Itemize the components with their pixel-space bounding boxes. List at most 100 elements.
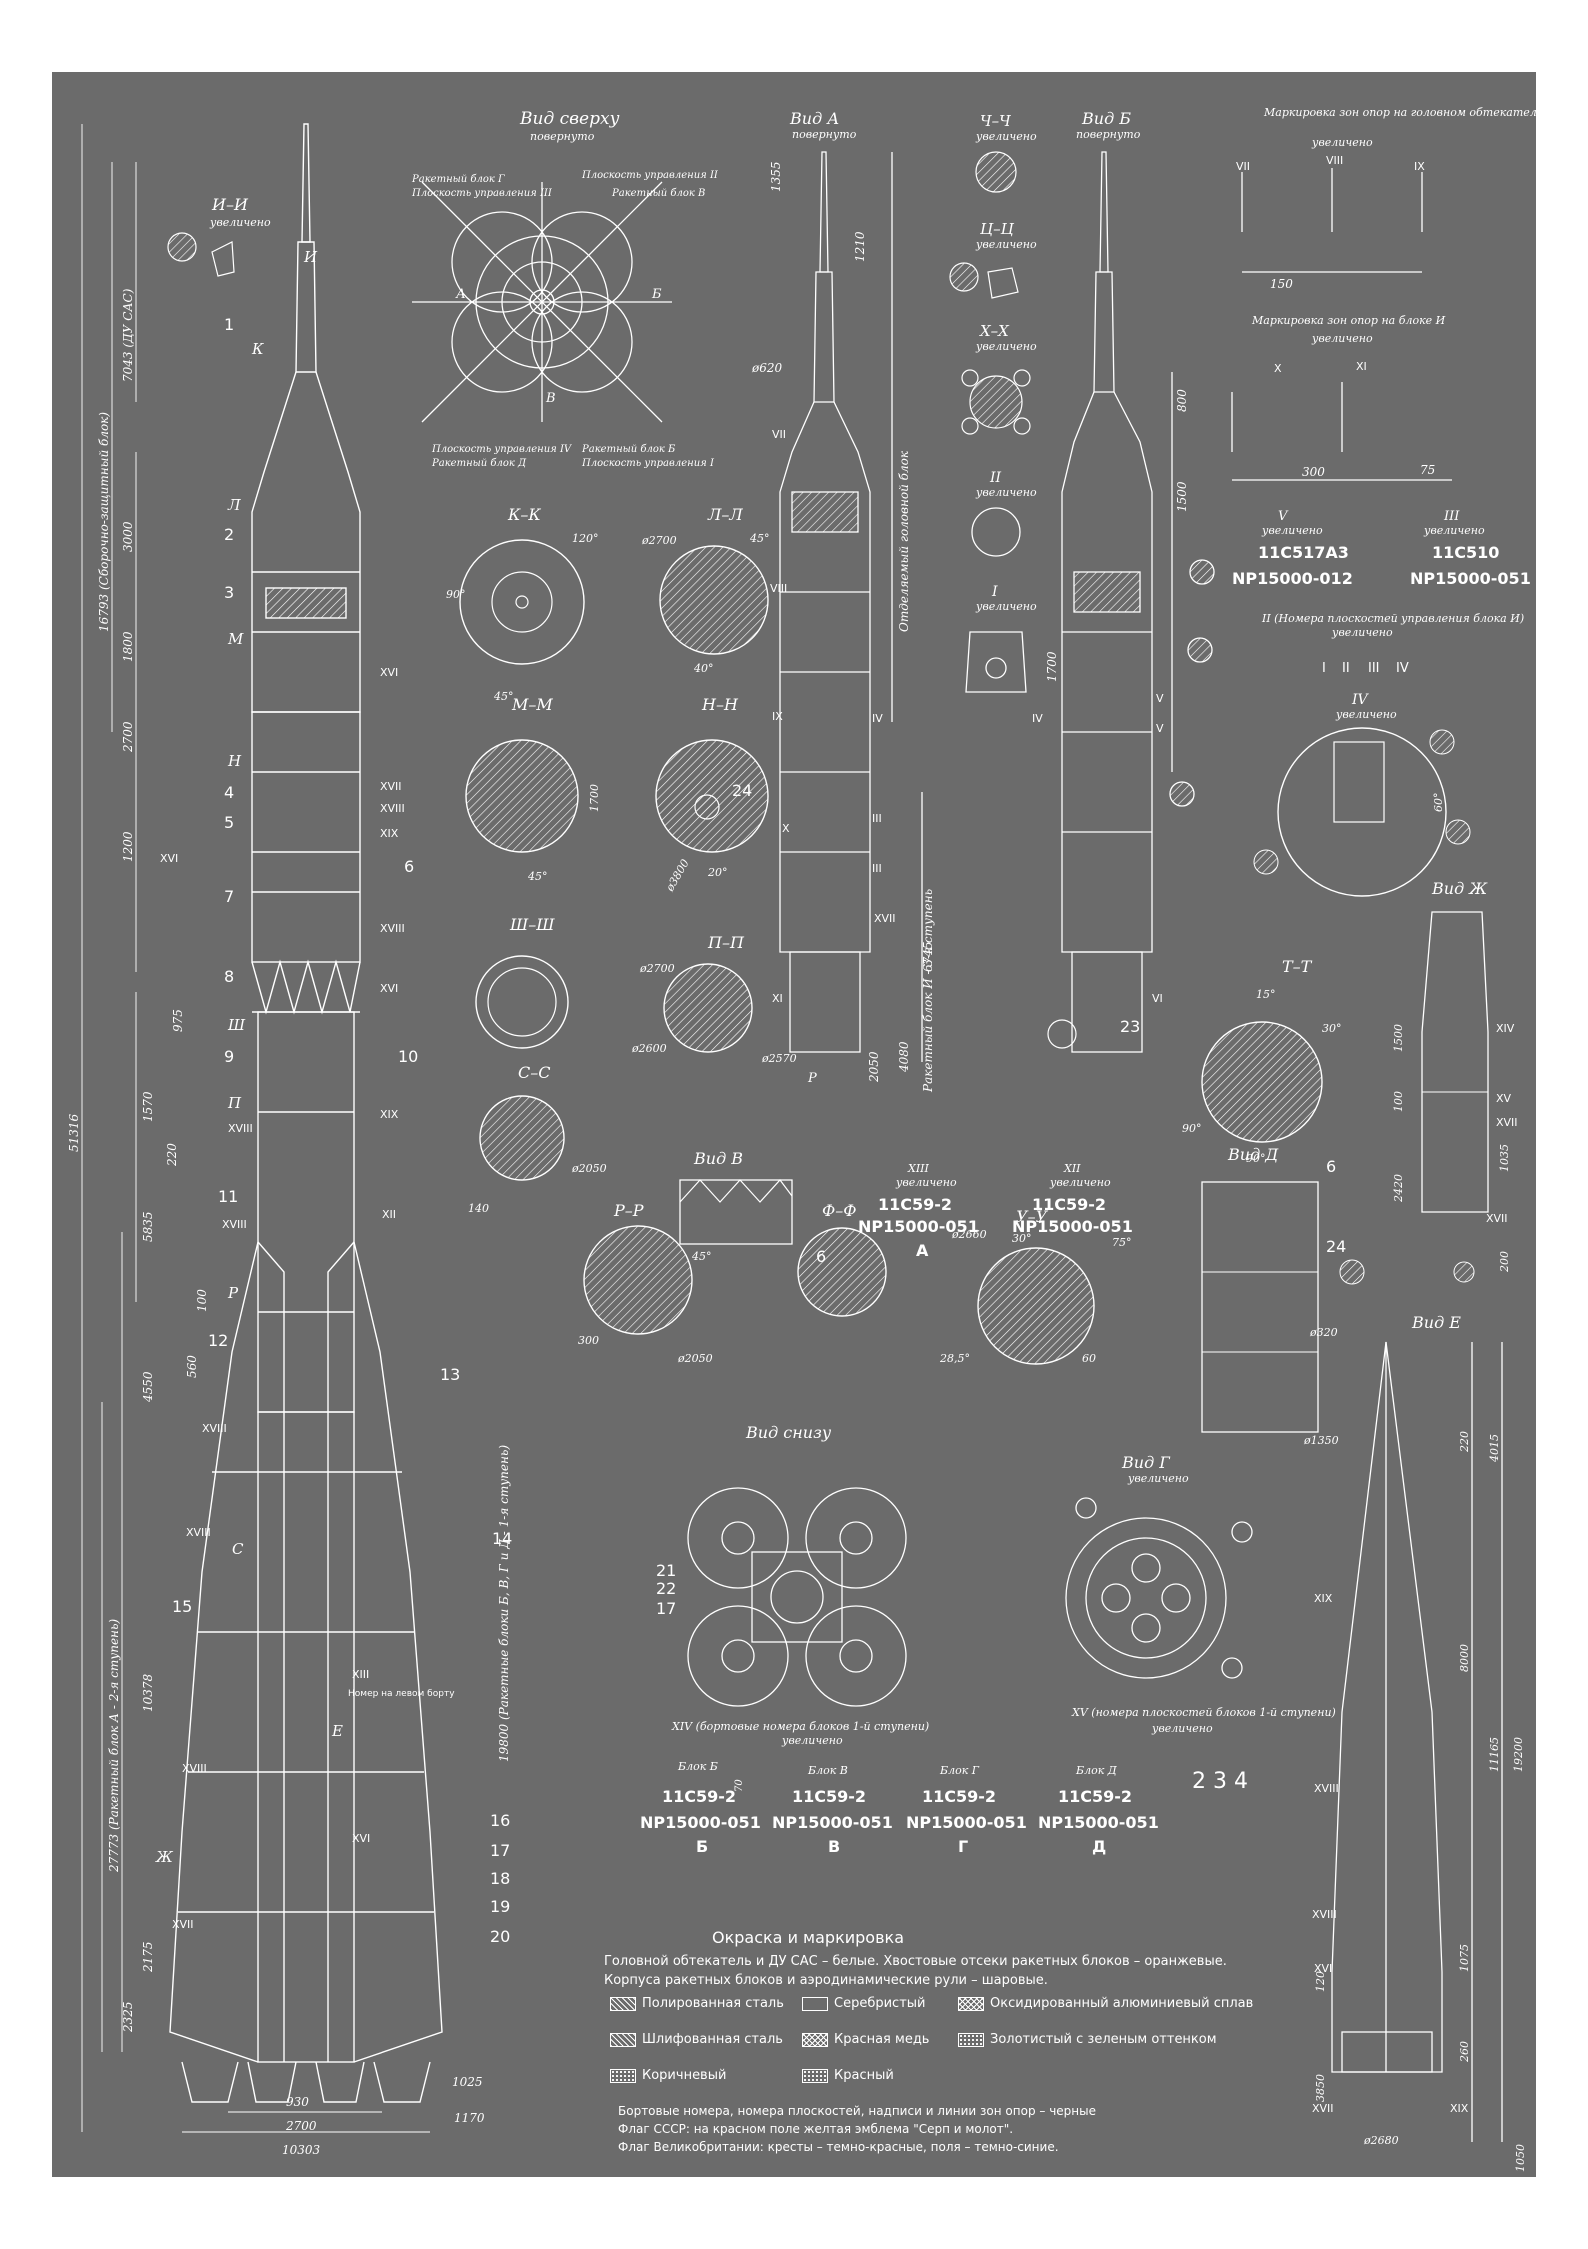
svg-text:П: П — [227, 1094, 242, 1112]
svg-text:Вид Д: Вид Д — [1227, 1145, 1279, 1164]
svg-text:Р–Р: Р–Р — [613, 1201, 644, 1220]
xiii-xii-codes: XIII увеличено 11С59-2 NP15000-051 А XII… — [858, 1162, 1133, 1260]
svg-text:15: 15 — [172, 1597, 192, 1616]
svg-text:IV: IV — [1032, 712, 1043, 725]
svg-text:Н–Н: Н–Н — [701, 695, 739, 714]
svg-text:NP15000-051: NP15000-051 — [858, 1217, 979, 1236]
svg-text:XVIII: XVIII — [202, 1422, 227, 1435]
svg-text:150: 150 — [1270, 277, 1293, 291]
svg-text:XVII: XVII — [172, 1918, 194, 1931]
svg-text:Отделяемый головной блок: Отделяемый головной блок — [897, 450, 911, 632]
legend-label: Золотистый с зеленым оттенком — [990, 2032, 1217, 2047]
svg-text:8000: 8000 — [1458, 1644, 1471, 1672]
rocket-blueprint-drawing: 1 2 3 4 5 6 7 8 9 10 11 12 13 14 15 16 1… — [67, 106, 1536, 2172]
svg-text:Вид Ж: Вид Ж — [1431, 879, 1488, 898]
svg-text:100: 100 — [1392, 1091, 1405, 1112]
main-rocket-dimension-labels: 51316 16793 (Сборочно-защитный блок) 704… — [67, 288, 511, 2157]
svg-text:ø2050: ø2050 — [677, 1352, 713, 1365]
svg-text:XVI: XVI — [352, 1832, 370, 1845]
svg-text:90°: 90° — [1246, 1152, 1266, 1165]
svg-text:Плоскость управления IV: Плоскость управления IV — [431, 444, 573, 455]
legend-label: Полированная сталь — [642, 1996, 784, 2011]
legend-item: Серебристый — [802, 1996, 925, 2011]
markings-panel: Маркировка зон опор на головном обтекате… — [1231, 106, 1536, 676]
svg-text:1700: 1700 — [1045, 651, 1059, 682]
svg-text:X: X — [782, 822, 790, 835]
svg-text:30°: 30° — [1012, 1232, 1032, 1245]
svg-text:11С517А3: 11С517А3 — [1258, 543, 1349, 562]
svg-text:Р: Р — [227, 1284, 239, 1302]
svg-text:5835: 5835 — [141, 1211, 155, 1242]
svg-text:увеличено: увеличено — [1311, 332, 1373, 345]
svg-text:ø1350: ø1350 — [1303, 1434, 1339, 1447]
svg-text:увеличено: увеличено — [1311, 136, 1373, 149]
svg-text:45°: 45° — [493, 690, 514, 703]
svg-text:XVIII: XVIII — [228, 1122, 253, 1135]
svg-text:20°: 20° — [707, 866, 728, 879]
main-rocket-cut-letters: И К Л М Н Ш П Р С Е Ж — [155, 248, 343, 1866]
svg-text:ø3800: ø3800 — [663, 857, 692, 894]
svg-text:Номер на левом борту: Номер на левом борту — [348, 1689, 455, 1699]
svg-text:увеличено: увеличено — [1151, 1722, 1213, 1735]
svg-text:4550: 4550 — [141, 1371, 155, 1403]
top-view: Вид сверху повернуто Ракетный блок Г Пло… — [411, 109, 719, 469]
svg-text:Маркировка зон опор на блоке И: Маркировка зон опор на блоке И — [1251, 314, 1446, 327]
svg-text:11С59-2: 11С59-2 — [1032, 1195, 1106, 1214]
svg-text:увеличено: увеличено — [975, 238, 1037, 251]
block-codes: Блок Б 70 11С59-2 NP15000-051 Б Блок В 1… — [640, 1760, 1248, 1856]
svg-text:Вид Г: Вид Г — [1121, 1453, 1171, 1472]
main-rocket-roman-labels: XVI XVII XVIII XIX XVI XVIII XVI XVIII X… — [160, 666, 455, 1931]
svg-text:Х–Х: Х–Х — [979, 322, 1010, 340]
svg-text:XII: XII — [382, 1208, 396, 1221]
svg-text:XIX: XIX — [1314, 1592, 1333, 1605]
legend-text-line-1: Головной обтекатель и ДУ САС – белые. Хв… — [604, 1954, 1227, 1969]
svg-text:100: 100 — [195, 1289, 209, 1312]
svg-text:увеличено: увеличено — [1423, 524, 1485, 537]
svg-text:ø2700: ø2700 — [639, 962, 675, 975]
svg-text:13: 13 — [440, 1365, 460, 1384]
svg-text:120: 120 — [1314, 1971, 1327, 1992]
svg-text:XVIII: XVIII — [380, 922, 405, 935]
svg-text:XIX: XIX — [1450, 2102, 1469, 2115]
main-rocket-dimensions — [81, 124, 430, 2133]
svg-text:2050: 2050 — [867, 1051, 881, 1083]
legend-item: Шлифованная сталь — [610, 2032, 783, 2047]
svg-text:1800: 1800 — [121, 631, 135, 662]
svg-text:увеличено: увеличено — [209, 216, 271, 229]
legend-swatch — [610, 2032, 636, 2047]
svg-text:19200: 19200 — [1512, 1737, 1525, 1772]
svg-text:И–И: И–И — [211, 195, 249, 214]
bottom-view: Вид снизу 21 17 22 XIV (бортовые номера … — [656, 1423, 929, 1747]
legend-title: Окраска и маркировка — [712, 1928, 904, 1947]
legend-item: Коричневый — [610, 2068, 726, 2083]
svg-text:Б: Б — [651, 287, 662, 302]
legend-item: Красная медь — [802, 2032, 929, 2047]
svg-text:В: В — [545, 391, 556, 406]
svg-text:В: В — [828, 1837, 840, 1856]
legend-note-2: Флаг СССР: на красном поле желтая эмблем… — [618, 2122, 1014, 2136]
svg-text:40°: 40° — [693, 662, 714, 675]
blueprint-sheet: 1 2 3 4 5 6 7 8 9 10 11 12 13 14 15 16 1… — [52, 72, 1536, 2177]
svg-text:12: 12 — [208, 1331, 228, 1350]
svg-text:XII: XII — [1063, 1162, 1081, 1175]
view-g: Вид Г увеличено XV (номера плоскостей бл… — [1065, 1453, 1336, 1735]
svg-text:VII: VII — [772, 428, 786, 441]
legend-label: Красный — [834, 2068, 894, 2083]
svg-text:II: II — [1342, 661, 1350, 676]
svg-text:1050: 1050 — [1514, 2144, 1527, 2172]
svg-text:15°: 15° — [1256, 988, 1276, 1001]
svg-text:Н: Н — [227, 752, 242, 770]
svg-text:XVIII: XVIII — [222, 1218, 247, 1231]
svg-text:9: 9 — [224, 1047, 234, 1066]
svg-text:1210: 1210 — [853, 231, 867, 262]
svg-text:7043 (ДУ САС): 7043 (ДУ САС) — [121, 288, 135, 382]
view-zh: Вид Ж XIV XV XVII XVII 1500 100 2420 103… — [1392, 879, 1518, 1283]
svg-text:1355: 1355 — [769, 161, 783, 192]
svg-text:XVII: XVII — [1496, 1116, 1518, 1129]
svg-text:XVIII: XVIII — [1312, 1908, 1337, 1921]
svg-text:Р: Р — [807, 1071, 817, 1086]
svg-text:ø2700: ø2700 — [641, 534, 677, 547]
svg-text:21: 21 — [656, 1561, 676, 1580]
svg-text:3850: 3850 — [1314, 2074, 1327, 2102]
svg-text:А: А — [455, 287, 466, 302]
